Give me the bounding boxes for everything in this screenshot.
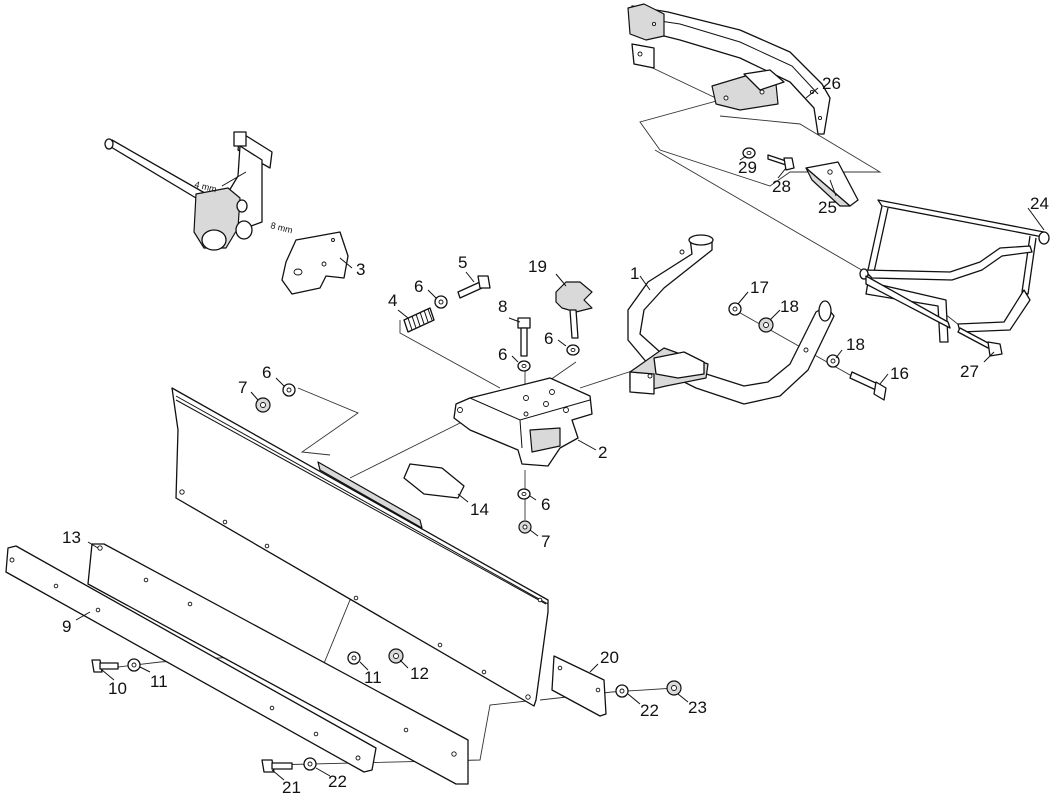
callout-18-upper: 18 <box>780 297 799 316</box>
spring-4 <box>403 307 435 333</box>
callout-27: 27 <box>960 362 979 381</box>
callout-13: 13 <box>62 528 81 547</box>
callout-18-lower: 18 <box>846 335 865 354</box>
bolt-10 <box>91 659 119 673</box>
callout-9: 9 <box>62 617 71 636</box>
washer-6-left <box>282 383 296 397</box>
callout-10: 10 <box>108 679 127 698</box>
callout-labels: 1 2 3 4 5 6 6 6 6 6 7 7 8 9 10 11 11 12 … <box>62 74 1049 797</box>
callout-12: 12 <box>410 664 429 683</box>
callout-17: 17 <box>750 278 769 297</box>
washer-11-mid <box>347 651 361 665</box>
callout-11-left: 11 <box>150 672 168 691</box>
callout-7-left: 7 <box>238 378 247 397</box>
callout-11-mid: 11 <box>364 668 382 687</box>
leader-lines <box>75 87 1045 781</box>
callout-16: 16 <box>890 364 909 383</box>
plow-blade <box>171 387 549 707</box>
callout-25: 25 <box>818 198 837 217</box>
washer-6-knob <box>566 344 580 356</box>
bolt-5 <box>457 275 491 299</box>
washer-6-lower <box>517 488 531 500</box>
callout-3: 3 <box>356 260 365 279</box>
washer-17 <box>728 302 742 316</box>
callout-6-spring: 6 <box>414 277 423 296</box>
callout-1: 1 <box>630 264 639 283</box>
callout-28: 28 <box>772 177 791 196</box>
washer-22-right <box>615 684 629 698</box>
bolt-8 <box>517 317 531 357</box>
callout-6-left: 6 <box>262 363 271 382</box>
callout-20: 20 <box>600 648 619 667</box>
mount-frame-26 <box>627 3 831 135</box>
washer-6-spring <box>434 295 448 309</box>
washer-22-left <box>303 757 317 771</box>
washer-6-bolt8 <box>517 360 531 372</box>
callout-24: 24 <box>1030 194 1049 213</box>
bolt-27 <box>957 327 1003 357</box>
callout-4: 4 <box>388 291 397 310</box>
cutting-edge-9 <box>5 545 377 773</box>
dim-plate-gap: 8 mm <box>270 220 294 235</box>
callout-29: 29 <box>738 158 757 177</box>
nut-18-upper <box>758 317 774 333</box>
callout-22-left: 22 <box>328 772 347 791</box>
swivel-plate-2 <box>453 377 593 467</box>
hitch-bar-1 <box>627 234 835 405</box>
nut-12 <box>388 648 404 664</box>
callout-7-lower: 7 <box>541 532 550 551</box>
callout-5: 5 <box>458 253 467 272</box>
lever-assembly <box>104 131 273 251</box>
plate-20 <box>551 655 607 717</box>
callout-19: 19 <box>528 257 547 276</box>
pad-14 <box>403 463 465 499</box>
callout-23: 23 <box>688 698 707 717</box>
callout-6-bolt: 6 <box>498 345 507 364</box>
callout-6-knob: 6 <box>544 329 553 348</box>
lift-frame-24 <box>859 199 1050 343</box>
callout-21: 21 <box>282 778 301 797</box>
bolt-21 <box>261 759 293 773</box>
callout-14: 14 <box>470 500 489 519</box>
callout-2: 2 <box>598 443 607 462</box>
wear-strip-13 <box>87 543 469 785</box>
nut-23 <box>666 680 682 696</box>
bolt-16 <box>849 371 887 401</box>
bolt-28 <box>767 154 795 171</box>
callout-8: 8 <box>498 297 507 316</box>
nut-7-left <box>255 397 271 413</box>
callout-26: 26 <box>822 74 841 93</box>
callout-6-lower: 6 <box>541 495 550 514</box>
washer-29 <box>742 147 756 159</box>
callout-22-right: 22 <box>640 701 659 720</box>
plate-3 <box>281 231 349 295</box>
washer-11-left <box>127 658 141 672</box>
nut-7-lower <box>518 520 532 534</box>
knob-19 <box>555 281 593 339</box>
